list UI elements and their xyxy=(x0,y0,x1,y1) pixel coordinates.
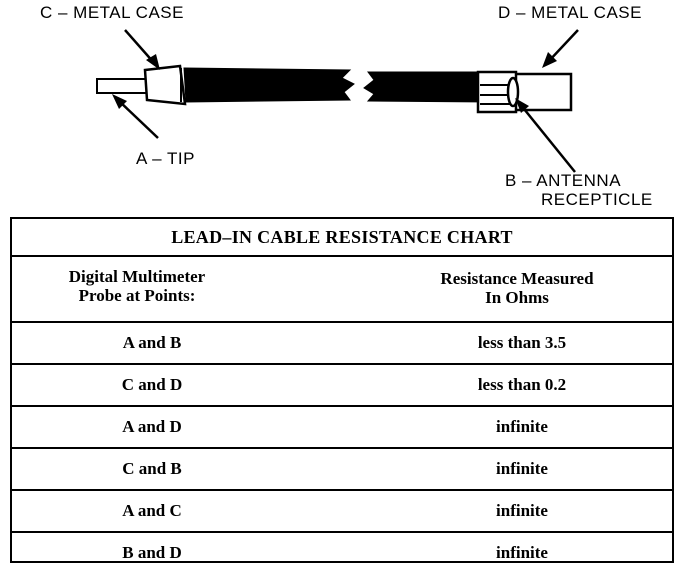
chart-title: LEAD–IN CABLE RESISTANCE CHART xyxy=(12,219,672,257)
metal-case-c xyxy=(143,64,187,106)
table-row: C and D less than 0.2 xyxy=(12,365,672,407)
resistance-value: infinite xyxy=(496,501,548,520)
table-row: C and B infinite xyxy=(12,449,672,491)
probe-points: B and D xyxy=(122,543,182,562)
resistance-value: less than 3.5 xyxy=(477,333,567,352)
header-resistance: Resistance Measured In Ohms xyxy=(440,269,594,307)
probe-points: A and D xyxy=(122,417,182,436)
table-row: A and D infinite xyxy=(12,407,672,449)
resistance-chart: LEAD–IN CABLE RESISTANCE CHART Digital M… xyxy=(10,217,674,563)
label-b-antenna: B – ANTENNA xyxy=(505,171,622,190)
resistance-value: less than 0.2 xyxy=(477,375,567,394)
antenna-recepticle-b xyxy=(506,76,520,108)
arrow-b xyxy=(515,98,576,173)
cable-right xyxy=(363,71,491,103)
cable-diagram: C – METAL CASE D – METAL CASE A – TIP B … xyxy=(0,0,688,215)
probe-points: A and B xyxy=(122,333,182,352)
lead-in-cable-illustration xyxy=(96,29,579,173)
arrow-a xyxy=(112,94,159,139)
table-row: A and B less than 3.5 xyxy=(12,323,672,365)
arrow-d xyxy=(542,29,579,68)
probe-points: C and D xyxy=(121,375,183,394)
table-row: A and C infinite xyxy=(12,491,672,533)
header-probe-points: Digital Multimeter Probe at Points: xyxy=(68,267,206,305)
label-c-metal-case: C – METAL CASE xyxy=(40,3,184,22)
chart-header: Digital Multimeter Probe at Points: Resi… xyxy=(12,257,672,323)
probe-points: A and C xyxy=(122,501,182,520)
probe-points: C and B xyxy=(122,459,182,478)
resistance-value: infinite xyxy=(496,543,548,562)
arrow-c xyxy=(124,29,160,70)
resistance-value: infinite xyxy=(496,459,548,478)
resistance-value: infinite xyxy=(496,417,548,436)
table-row: B and D infinite xyxy=(12,533,672,573)
label-d-metal-case: D – METAL CASE xyxy=(498,3,642,22)
tip-pin xyxy=(96,78,148,94)
label-b-recepticle: RECEPTICLE xyxy=(541,190,653,209)
cable-left xyxy=(183,67,355,103)
label-a-tip: A – TIP xyxy=(136,149,195,168)
